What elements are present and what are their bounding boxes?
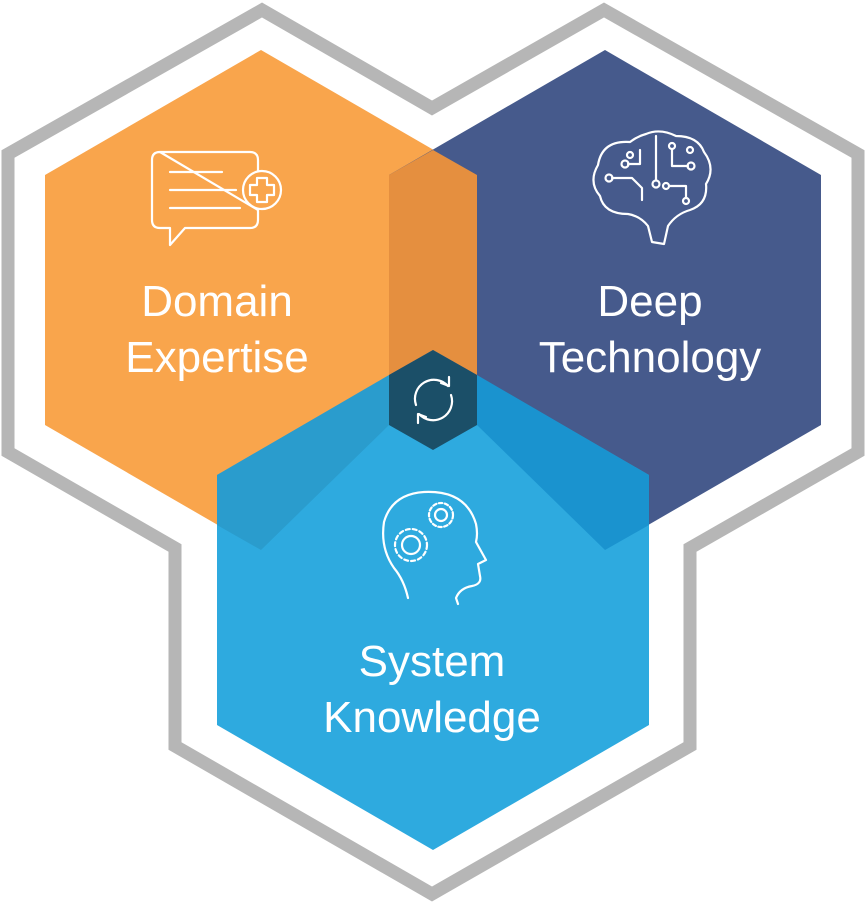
system-label-line1: System bbox=[359, 637, 506, 686]
system-label-line2: Knowledge bbox=[323, 693, 541, 742]
center-hexagon bbox=[389, 350, 477, 450]
overlap-deep-system bbox=[477, 375, 649, 550]
domain-label-line2: Expertise bbox=[125, 333, 308, 382]
refresh-cycle-icon bbox=[413, 375, 454, 425]
overlap-domain-system bbox=[217, 375, 389, 550]
domain-label-line1: Domain bbox=[141, 277, 293, 326]
chat-plus-icon bbox=[150, 150, 283, 247]
deep-label-line2: Technology bbox=[539, 333, 762, 382]
brain-circuit-icon bbox=[592, 130, 712, 246]
deep-label-line1: Deep bbox=[597, 277, 702, 326]
head-gears-icon bbox=[382, 490, 488, 606]
overlap-domain-deep bbox=[389, 150, 477, 375]
